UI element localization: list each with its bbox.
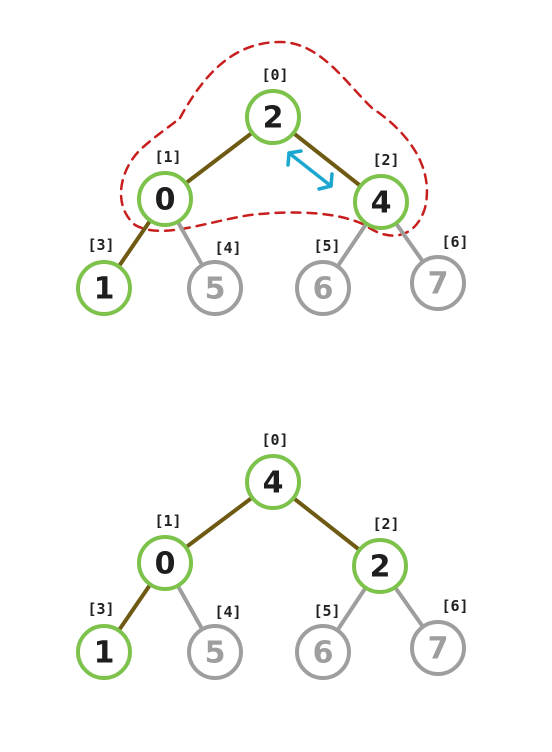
heap-node: 1 [3] [76,236,132,316]
node-value: 0 [155,183,176,218]
heap-node: 7 [6] [410,233,469,311]
node-index-label: [1] [154,512,181,530]
node-value: 1 [94,636,115,671]
node-index-label: [3] [87,236,114,254]
heap-node: 1 [3] [76,600,132,680]
heap-node: 5 [4] [187,603,243,680]
node-circle [410,620,466,676]
heap-node: 0 [1] [137,512,193,591]
heap-node: 0 [1] [137,148,193,227]
node-index-label: [6] [441,597,468,615]
node-value: 5 [205,272,226,307]
node-value: 0 [155,547,176,582]
node-index-label: [2] [372,151,399,169]
node-index-label: [0] [261,66,288,84]
node-index-label: [4] [214,239,241,257]
node-value: 6 [313,272,334,307]
node-circle [187,260,243,316]
node-circle [245,454,301,510]
double-arrow-icon [286,149,334,191]
node-value: 7 [428,632,449,667]
node-index-label: [4] [214,603,241,621]
node-index-label: [1] [154,148,181,166]
heap-node: 4 [0] [245,431,301,510]
node-value: 4 [263,466,284,501]
heap-node: 6 [5] [295,602,351,680]
node-circle [245,89,301,145]
node-circle [295,260,351,316]
heap-node: 6 [5] [295,237,351,316]
node-circle [352,538,408,594]
node-value: 2 [370,550,391,585]
node-value: 5 [205,636,226,671]
highlight-region [119,40,429,237]
node-circle [353,174,409,230]
heap-node: 2 [2] [352,515,408,594]
node-value: 4 [371,186,392,221]
node-index-label: [3] [87,600,114,618]
node-index-label: [5] [313,602,340,620]
node-index-label: [0] [261,431,288,449]
node-circle [295,624,351,680]
node-circle [76,624,132,680]
heap-node: 4 [2] [353,151,409,230]
node-circle [187,624,243,680]
node-value: 6 [313,636,334,671]
node-circle [410,255,466,311]
tree-after-swap: 4 [0] 0 [1] 2 [2] 1 [3] 5 [4] 6 [5] 7 [6] [76,431,469,680]
node-circle [137,535,193,591]
node-circle [76,260,132,316]
heap-node: 5 [4] [187,239,243,316]
node-value: 1 [94,272,115,307]
node-circle [137,171,193,227]
node-index-label: [2] [372,515,399,533]
heap-node: 2 [0] [245,66,301,145]
node-value: 2 [263,101,284,136]
heap-node: 7 [6] [410,597,469,676]
node-index-label: [5] [313,237,340,255]
node-value: 7 [428,267,449,302]
tree-before-swap: 2 [0] 0 [1] 4 [2] 1 [3] 5 [4] 6 [5] 7 [6] [76,40,469,316]
node-index-label: [6] [441,233,468,251]
